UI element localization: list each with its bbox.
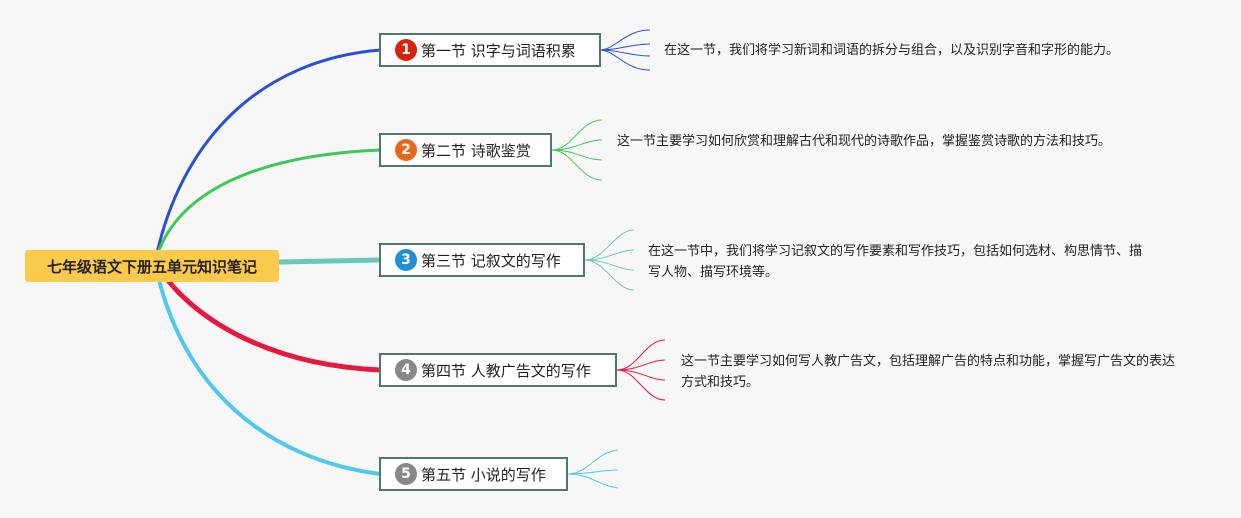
branch-label-3: 第三节 记叙文的写作 xyxy=(421,251,561,270)
branch-note-4: 这一节主要学习如何写人教广告文，包括理解广告的特点和功能，掌握写广告文的表达方式… xyxy=(681,354,1176,390)
connector-branch-3 xyxy=(278,257,381,265)
fan-branch-5 xyxy=(567,449,619,489)
branch-label-2: 第二节 诗歌鉴赏 xyxy=(421,141,531,160)
connector-branch-2 xyxy=(153,148,381,263)
number-badge-3: 3 xyxy=(395,249,417,271)
fan-branch-3 xyxy=(584,229,635,291)
branch-topic-3[interactable]: 3 第三节 记叙文的写作 xyxy=(379,243,585,277)
branch-note-2: 这一节主要学习如何欣赏和理解古代和现代的诗歌作品，掌握鉴赏诗歌的方法和技巧。 xyxy=(617,134,1112,149)
number-badge-2: 2 xyxy=(395,139,417,161)
branch-label-4: 第四节 人教广告文的写作 xyxy=(421,361,591,380)
connector-branch-4 xyxy=(152,260,381,373)
connector-branch-5 xyxy=(153,261,381,476)
branch-note-1: 在这一节，我们将学习新词和词语的拆分与组合，以及识别字音和字形的能力。 xyxy=(664,43,1120,58)
branch-topic-1[interactable]: 1 第一节 识字与词语积累 xyxy=(379,33,601,67)
root-topic[interactable]: 七年级语文下册五单元知识笔记 xyxy=(25,250,279,282)
number-badge-1: 1 xyxy=(395,39,417,61)
connector-branch-1 xyxy=(153,48,381,263)
branch-topic-5[interactable]: 5 第五节 小说的写作 xyxy=(379,457,568,491)
branch-label-1: 第一节 识字与词语积累 xyxy=(421,41,576,60)
number-badge-4: 4 xyxy=(395,359,417,381)
branch-topic-4[interactable]: 4 第四节 人教广告文的写作 xyxy=(379,353,617,387)
number-badge-5: 5 xyxy=(395,463,417,485)
fan-branch-1 xyxy=(599,29,651,71)
branch-label-5: 第五节 小说的写作 xyxy=(421,465,546,484)
branch-note-3: 在这一节中，我们将学习记叙文的写作要素和写作技巧，包括如何选材、构思情节、描写人… xyxy=(648,244,1143,280)
fan-branch-2 xyxy=(551,119,603,181)
branch-topic-2[interactable]: 2 第二节 诗歌鉴赏 xyxy=(379,133,552,167)
fan-branch-4 xyxy=(616,339,666,401)
